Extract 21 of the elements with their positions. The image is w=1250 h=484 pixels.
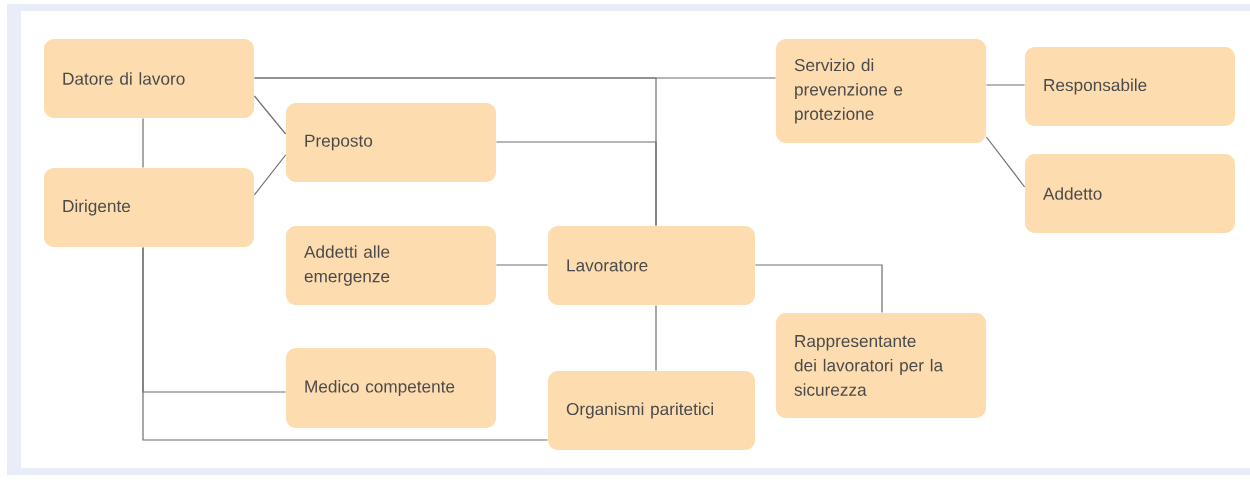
role-box: Preposto bbox=[286, 103, 496, 182]
role-box: Lavoratore bbox=[548, 226, 755, 305]
connector-line bbox=[142, 246, 549, 441]
role-box: Medico competente bbox=[286, 348, 496, 428]
connector-line bbox=[253, 95, 287, 135]
connector-line bbox=[655, 304, 657, 372]
role-box: Datore di lavoro bbox=[44, 39, 254, 118]
connector-line bbox=[253, 154, 287, 196]
role-box: Servizio di prevenzione e protezione bbox=[776, 39, 986, 143]
connector-line bbox=[142, 117, 144, 169]
role-box: Rappresentante dei lavoratori per la sicurezza bbox=[776, 313, 986, 418]
role-box: Dirigente bbox=[44, 168, 254, 247]
connector-line bbox=[495, 141, 657, 227]
connector-line bbox=[495, 264, 549, 266]
role-box: Organismi paritetici bbox=[548, 371, 755, 450]
connector-line bbox=[985, 84, 1026, 86]
role-box: Responsabile bbox=[1025, 47, 1235, 126]
connector-line bbox=[985, 136, 1026, 188]
connector-line bbox=[754, 264, 883, 314]
role-box: Addetti alle emergenze bbox=[286, 226, 496, 305]
role-box: Addetto bbox=[1025, 154, 1235, 233]
